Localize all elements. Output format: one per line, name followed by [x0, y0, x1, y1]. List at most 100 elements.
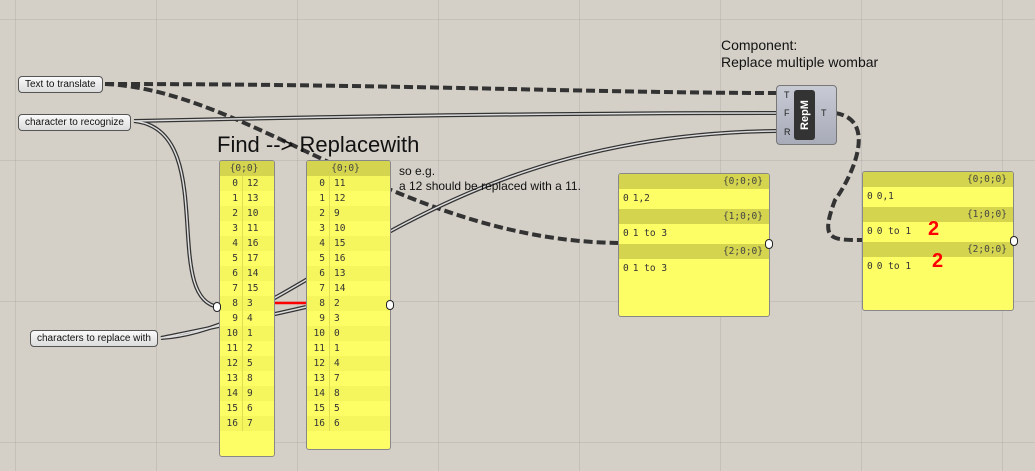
- item-value: 15: [334, 238, 346, 249]
- branch-path: {2;0;0}: [619, 244, 769, 259]
- item-index: 10: [220, 326, 243, 341]
- item-value: 9: [334, 208, 340, 219]
- item-index: 6: [307, 266, 330, 281]
- wire-char-to-F: [133, 111, 777, 123]
- item-index: 13: [307, 371, 330, 386]
- wire-text-dashed: [104, 82, 777, 95]
- branch-path: {1;0;0}: [619, 209, 769, 224]
- item-value: 0 to 1: [876, 261, 912, 272]
- input-f[interactable]: F: [784, 108, 790, 118]
- item-index: 11: [307, 341, 330, 356]
- item-value: 17: [247, 253, 259, 264]
- item-value: 16: [334, 253, 346, 264]
- param-characters-to-replace-with[interactable]: characters to replace with: [30, 330, 158, 347]
- red-note-1: 2: [928, 218, 940, 240]
- item-index: 14: [307, 386, 330, 401]
- item-value: 12: [334, 193, 346, 204]
- item-value: 0: [334, 328, 340, 339]
- item-index: 5: [307, 251, 330, 266]
- branch-path: {0;0;0}: [619, 174, 769, 189]
- item-value: 15: [247, 283, 259, 294]
- list-item: 13 8: [220, 371, 274, 386]
- list-item: 4 15: [307, 236, 390, 251]
- input-r[interactable]: R: [784, 127, 791, 137]
- result-panel-output-grip[interactable]: [1010, 236, 1018, 246]
- item-index: 8: [307, 296, 330, 311]
- item-value: 4: [334, 358, 340, 369]
- item-index: 10: [307, 326, 330, 341]
- item-value: 5: [334, 403, 340, 414]
- text-panel-output-grip[interactable]: [765, 239, 773, 249]
- branch-path: {2;0;0}: [863, 242, 1013, 257]
- item-index: 11: [220, 341, 243, 356]
- item-value: 8: [247, 373, 253, 384]
- input-t[interactable]: T: [784, 90, 790, 100]
- branch-path: {0;0;0}: [863, 172, 1013, 187]
- item-index: 4: [220, 236, 243, 251]
- item-index: 0: [867, 226, 873, 237]
- item-index: 13: [220, 371, 243, 386]
- item-value: 2: [334, 298, 340, 309]
- item-index: 0: [867, 191, 873, 202]
- item-index: 5: [220, 251, 243, 266]
- example-line-2: a 12 should be replaced with a 11.: [399, 179, 581, 193]
- component-label-2: Replace multiple wombar: [721, 54, 879, 70]
- item-index: 15: [307, 401, 330, 416]
- item-value: 1: [334, 343, 340, 354]
- replace-output-grip[interactable]: [386, 300, 394, 310]
- panel-path: {0;0}: [307, 161, 390, 176]
- item-value: 10: [247, 208, 259, 219]
- item-index: 0: [623, 193, 629, 204]
- item-index: 4: [307, 236, 330, 251]
- param-character-to-recognize[interactable]: character to recognize: [18, 114, 131, 131]
- item-value: 1 to 3: [632, 228, 668, 239]
- list-item: 4 16: [220, 236, 274, 251]
- item-index: 2: [307, 206, 330, 221]
- item-value: 14: [247, 268, 259, 279]
- item-value: 7: [247, 418, 253, 429]
- red-note-2: 2: [932, 250, 944, 272]
- item-value: 11: [247, 223, 259, 234]
- find-input-grip[interactable]: [213, 302, 221, 312]
- item-index: 16: [307, 416, 330, 431]
- item-index: 0: [307, 176, 330, 191]
- item-index: 0: [220, 176, 243, 191]
- item-value: 9: [247, 388, 253, 399]
- output-t[interactable]: T: [821, 108, 827, 118]
- item-value: 13: [334, 268, 346, 279]
- item-index: 15: [220, 401, 243, 416]
- item-value: 1,2: [632, 193, 650, 204]
- repm-component[interactable]: T F R T RepM: [776, 85, 837, 145]
- component-name: RepM: [794, 90, 815, 140]
- panel-path: {0;0}: [220, 161, 274, 176]
- item-index: 14: [220, 386, 243, 401]
- item-index: 7: [220, 281, 243, 296]
- list-item: 5 17: [220, 251, 274, 266]
- item-index: 0: [623, 228, 629, 239]
- example-line-1: so e.g.: [399, 164, 436, 178]
- wire-output: [826, 111, 863, 242]
- item-value: 0,1: [876, 191, 894, 202]
- find-replace-label: Find --> Replacewith: [217, 132, 420, 157]
- item-value: 16: [247, 238, 259, 249]
- param-text-to-translate[interactable]: Text to translate: [18, 76, 103, 93]
- list-item: 5 16: [307, 251, 390, 266]
